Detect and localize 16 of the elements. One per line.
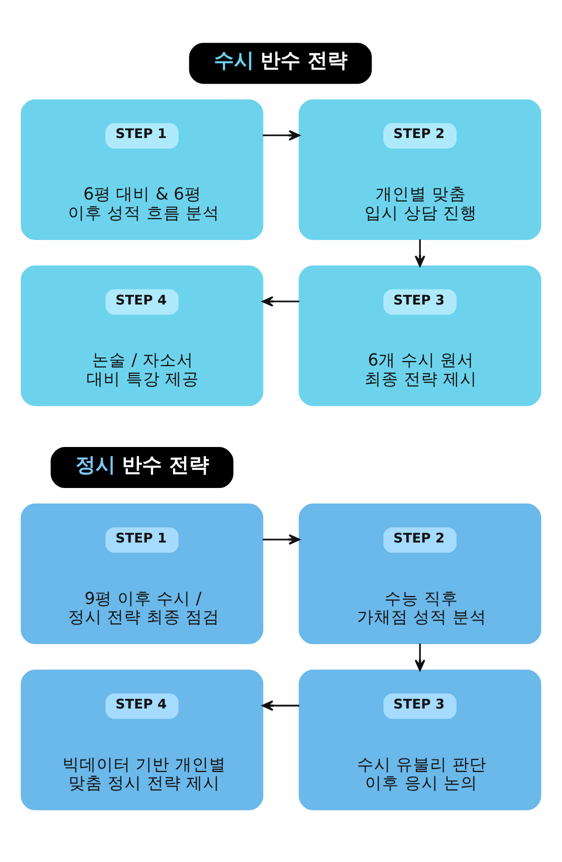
node-box: 수시 반수 전략 [189,42,372,84]
arrow [262,130,300,141]
node-box: STEP 1 [105,123,179,149]
node-box: STEP 2 [383,123,457,149]
node-box: STEP 4 [105,693,179,719]
arrow [262,296,300,307]
node-box: STEP 4 [105,289,179,315]
arrow [414,644,426,672]
arrow [262,534,300,545]
node-box: STEP 3 [383,289,457,315]
node-box: STEP 3 [383,693,457,719]
arrow [414,239,426,267]
node-box: 정시 반수 전략 [50,447,234,488]
node-box: STEP 1 [105,527,179,553]
node-box: STEP 2 [383,527,457,553]
arrow [262,700,300,711]
